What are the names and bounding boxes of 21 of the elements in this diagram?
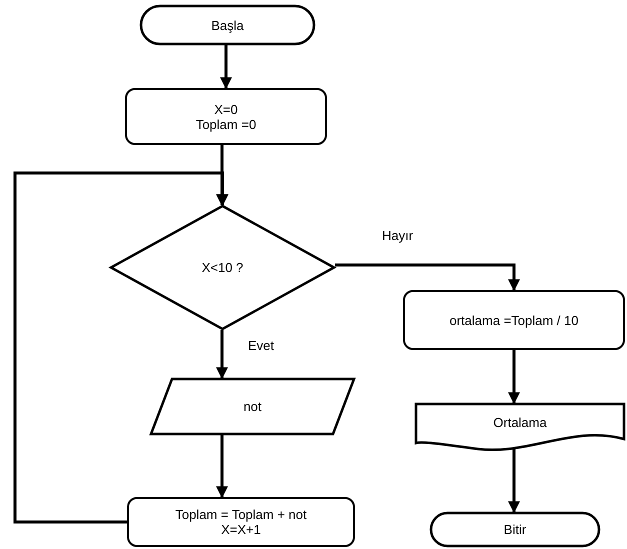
edge-label: Evet [248, 338, 274, 353]
edge-label: Hayır [382, 228, 414, 243]
node-text: X<10 ? [202, 260, 244, 275]
arrow [216, 330, 228, 380]
node-text: Toplam = Toplam + not [175, 507, 307, 522]
arrow [216, 435, 228, 498]
arrow [335, 264, 520, 292]
node-text: X=0 [214, 102, 238, 116]
node-text: ortalama =Toplam / 10 [450, 312, 578, 328]
node-text: X=X+1 [221, 522, 261, 537]
node-text: Başla [211, 18, 244, 32]
process-box [125, 88, 327, 145]
arrow [220, 45, 232, 90]
process-box [127, 497, 355, 547]
node-text: Bitir [504, 522, 526, 537]
node-text: Ortalama [493, 414, 547, 430]
arrow [508, 350, 520, 404]
node-text: not [243, 399, 262, 414]
arrow [14, 172, 228, 524]
process-box [403, 290, 625, 350]
node-text: Toplam =0 [196, 116, 256, 132]
